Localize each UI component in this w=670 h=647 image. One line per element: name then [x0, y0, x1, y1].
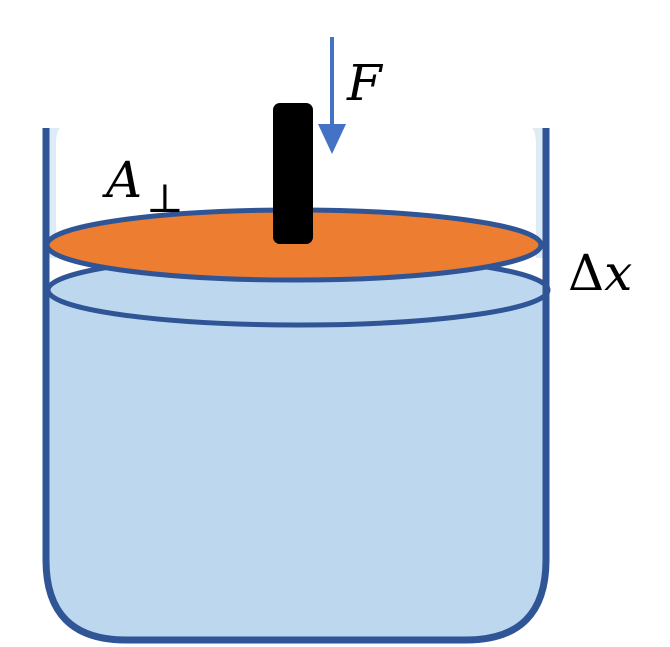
displacement-var: x [604, 244, 632, 302]
area-label: A [102, 151, 142, 209]
force-arrow-head [318, 124, 346, 154]
area-subscript: ⊥ [146, 176, 184, 222]
container-outline [42, 128, 550, 644]
displacement-delta: Δ [568, 244, 604, 302]
force-label: F [346, 54, 384, 112]
displacement-label: Δx [568, 244, 632, 302]
piston-rod [273, 103, 313, 244]
liquid-body [46, 286, 546, 640]
